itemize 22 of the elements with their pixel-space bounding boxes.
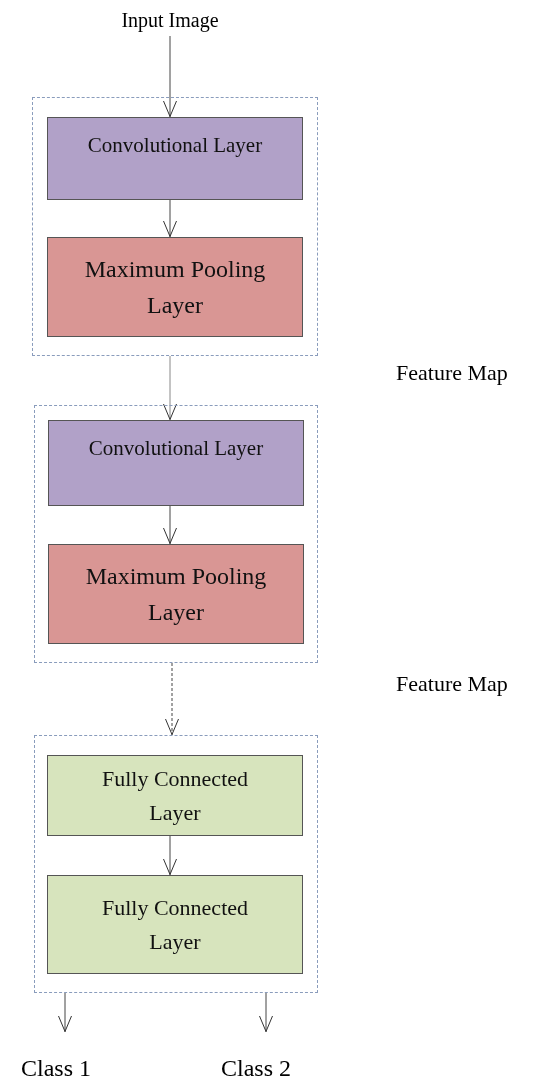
fully-connected-layer-box: Fully Connected Layer <box>47 875 303 974</box>
layer-group <box>32 97 318 356</box>
feature-map-label: Feature Map <box>396 362 508 384</box>
feature-map-label: Feature Map <box>396 673 508 695</box>
convolutional-layer-box: Convolutional Layer <box>47 117 303 200</box>
class-label: Class 2 <box>206 1032 306 1082</box>
convolutional-layer-box: Convolutional Layer <box>48 420 304 506</box>
class-label: Class 1 <box>6 1032 106 1082</box>
arrow <box>163 835 177 876</box>
layer-group <box>34 735 318 993</box>
fully-connected-layer-box: Fully Connected Layer <box>47 755 303 836</box>
input-label: Input Image <box>110 6 230 36</box>
arrow <box>163 35 177 118</box>
arrow <box>58 992 72 1033</box>
arrow <box>163 199 177 238</box>
pooling-layer-box: Maximum Pooling Layer <box>47 237 303 337</box>
arrow <box>165 662 179 736</box>
arrow <box>163 355 177 421</box>
arrow <box>259 992 273 1033</box>
pooling-layer-box: Maximum Pooling Layer <box>48 544 304 644</box>
layer-group <box>34 405 318 663</box>
arrow <box>163 505 177 545</box>
